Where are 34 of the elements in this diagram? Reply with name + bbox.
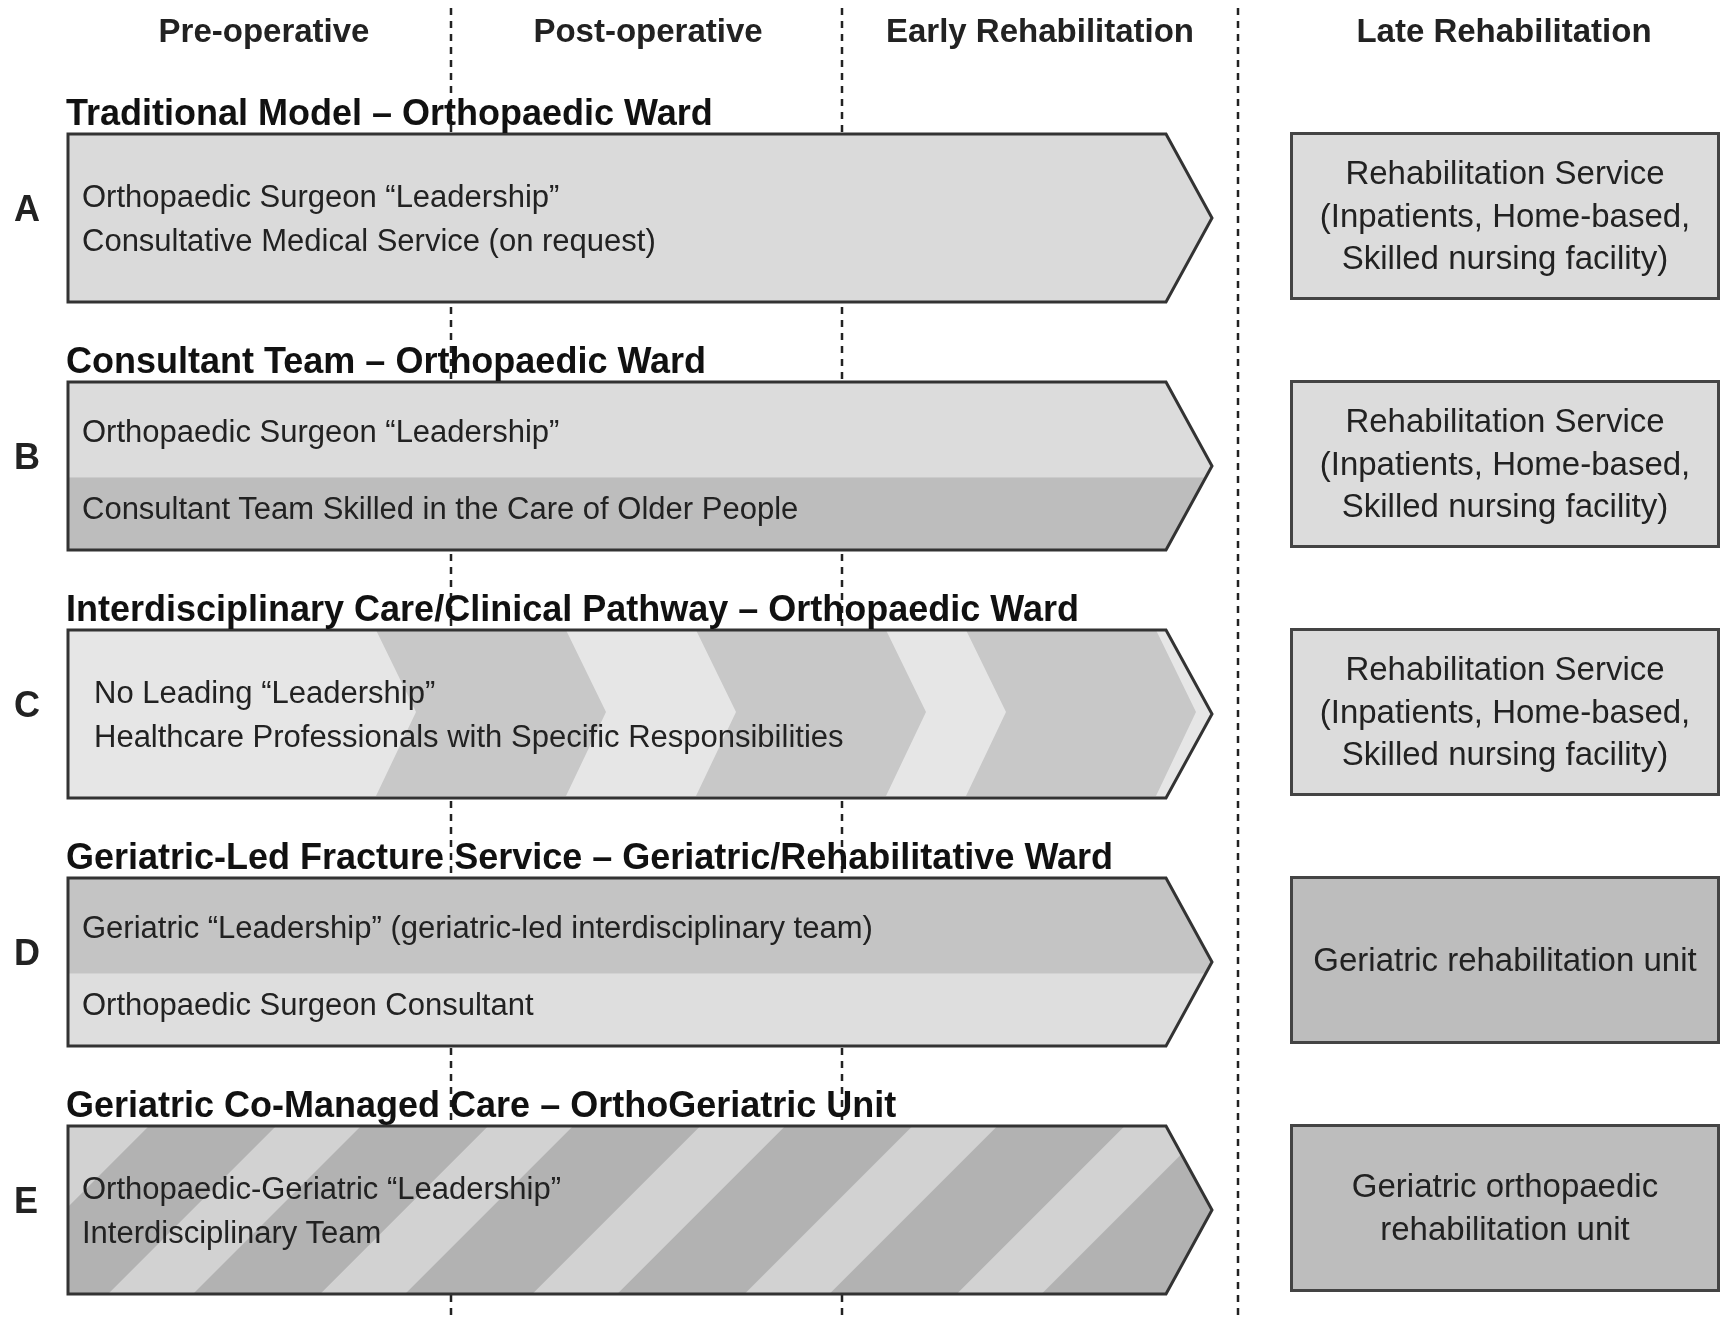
model-title: Geriatric Co-Managed Care – OrthoGeriatric Unit [66,1084,897,1126]
text-line: Interdisciplinary Team [82,1214,382,1251]
model-title: Consultant Team – Orthopaedic Ward [66,340,707,382]
text-line: Orthopaedic Surgeon “Leadership” [82,179,560,216]
text-line: Consultant Team Skilled in the Care of Older People [82,490,799,527]
service-box [1290,876,1720,1044]
text-line: Consultative Medical Service (on request) [82,222,656,259]
model-title: Traditional Model – Orthopaedic Ward [66,92,713,134]
text-line: Healthcare Professionals with Specific Responsibilities [94,718,844,755]
service-box [1290,628,1720,796]
service-box [1290,380,1720,548]
row-letter: D [14,932,40,974]
service-box [1290,1124,1720,1292]
service-text: Rehabilitation Service (Inpatients, Home-based, Skilled nursing facility) [1318,152,1692,279]
row-letter: E [14,1180,38,1222]
column-heading: Late Rehabilitation [1356,12,1652,50]
text-line: No Leading “Leadership” [94,675,436,712]
column-heading: Early Rehabilitation [885,12,1195,50]
text-line: Geriatric “Leadership” (geriatric-led interdisciplinary team) [82,909,873,946]
row-letter: C [14,684,40,726]
column-heading: Pre-operative [158,12,370,50]
row-letter: B [14,436,40,478]
text-line: Orthopaedic Surgeon “Leadership” [82,413,560,450]
column-heading: Post-operative [533,12,763,50]
text-line: Orthopaedic-Geriatric “Leadership” [82,1171,561,1208]
service-box [1290,132,1720,300]
service-text: Rehabilitation Service (Inpatients, Home-based, Skilled nursing facility) [1318,400,1692,527]
text-line: Orthopaedic Surgeon Consultant [82,986,534,1023]
service-text: Geriatric rehabilitation unit [1313,939,1697,980]
model-title: Geriatric-Led Fracture Service – Geriatric/Rehabilitative Ward [66,836,1114,878]
row-letter: A [14,188,40,230]
service-text: Rehabilitation Service (Inpatients, Home-based, Skilled nursing facility) [1318,648,1692,775]
model-title: Interdisciplinary Care/Clinical Pathway – Orthopaedic Ward [66,588,1079,630]
service-text: Geriatric orthopaedic rehabilitation unit [1350,1166,1660,1249]
